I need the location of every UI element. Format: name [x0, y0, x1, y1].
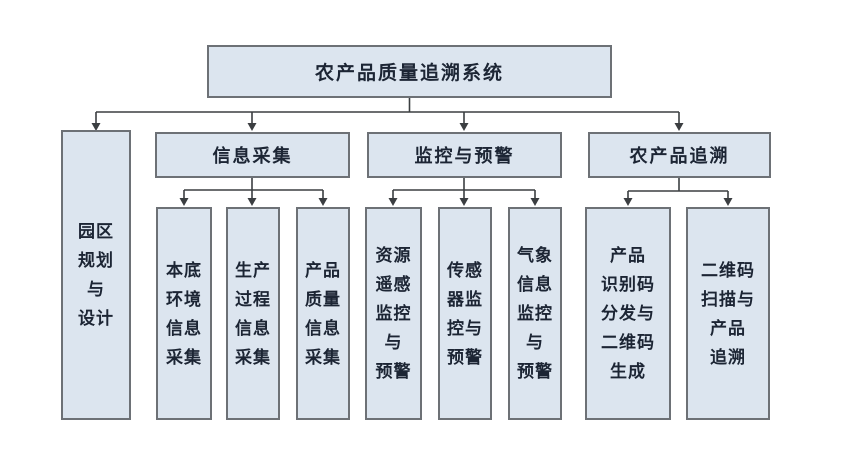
node-park-planning: 园区 规划 与 设计: [61, 130, 131, 420]
node-product-traceability: 农产品追溯: [588, 132, 771, 178]
node-sensor-monitoring: 传感 器监 控与 预警: [438, 207, 492, 420]
connector-traceability: [623, 178, 733, 206]
node-info-collection: 信息采集: [155, 132, 350, 178]
node-base-env-info: 本底 环境 信息 采集: [156, 207, 212, 420]
node-id-code-qr-generation: 产品 识别码 分发与 二维码 生成: [585, 207, 671, 420]
connector-info-collection: [179, 178, 328, 206]
node-weather-monitoring: 气象 信息 监控 与 预警: [508, 207, 562, 420]
node-remote-sensing: 资源 遥感 监控 与 预警: [365, 207, 422, 420]
node-production-process-info: 生产 过程 信息 采集: [226, 207, 280, 420]
node-root-system: 农产品质量追溯系统: [207, 45, 612, 98]
connector-top-level: [91, 98, 684, 131]
node-qr-scan-trace: 二维码 扫描与 产品 追溯: [686, 207, 770, 420]
node-monitoring-warning: 监控与预警: [367, 132, 562, 178]
connector-monitoring: [388, 178, 540, 206]
node-product-quality-info: 产品 质量 信息 采集: [296, 207, 350, 420]
